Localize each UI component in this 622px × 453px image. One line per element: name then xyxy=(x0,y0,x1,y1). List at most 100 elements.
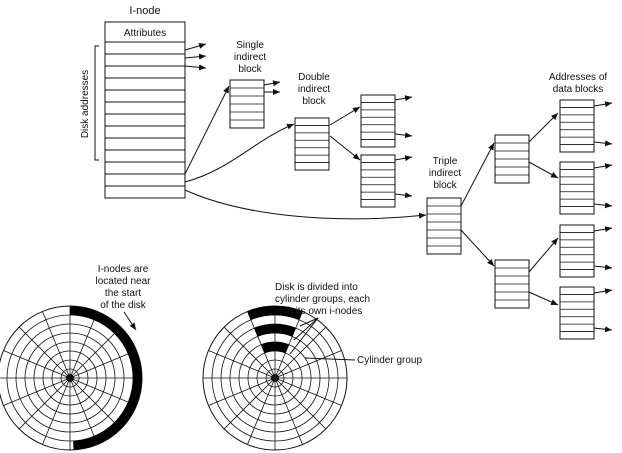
outgoing-pointer-arrow xyxy=(593,163,613,170)
outgoing-pointer-arrow xyxy=(593,326,613,333)
disk2-sector-line xyxy=(274,350,342,379)
pointer-blocks xyxy=(229,79,595,340)
double-child-block-1 xyxy=(360,94,396,148)
outgoing-pointer-arrow xyxy=(593,202,613,209)
disk2-caption-pointer-3 xyxy=(289,317,319,355)
disk-captions: I-nodes are located near the start of th… xyxy=(95,264,422,366)
double-indirect-label-3: block xyxy=(302,96,326,107)
outgoing-pointer-arrow xyxy=(394,95,413,102)
disk1-sector-line xyxy=(3,377,71,406)
disk2-sector-line xyxy=(274,377,303,445)
arrow-double-to-lower xyxy=(329,135,361,161)
single-indirect-block xyxy=(229,79,265,129)
single-indirect-label-3: block xyxy=(238,64,262,75)
arrow-lower-to-data-3 xyxy=(528,237,559,273)
double-child-block-1-outline xyxy=(360,94,396,148)
disk2-sector-line xyxy=(274,311,303,379)
disk1-caption-4: of the disk xyxy=(100,300,147,311)
triple-indirect-block-outline xyxy=(426,197,462,255)
arrow-to-double-indirect xyxy=(184,123,295,183)
disk2-spindle xyxy=(271,374,279,382)
double-child-block-2-outline xyxy=(360,154,396,208)
outgoing-pointer-arrow xyxy=(593,264,613,271)
data-blocks-label-1: Addresses of xyxy=(549,72,608,83)
double-child-block-2 xyxy=(360,154,396,208)
arrow-triple-to-lower xyxy=(460,229,495,267)
double-indirect-label-1: Double xyxy=(298,72,330,83)
outgoing-pointer-arrow xyxy=(593,101,613,108)
disk-cylinder-groups xyxy=(202,305,348,451)
inode: I-node Attributes Disk addresses xyxy=(80,5,186,199)
outgoing-pointer-arrow xyxy=(593,226,613,233)
data-address-block-3-outline xyxy=(559,224,595,278)
outgoing-pointer-arrow xyxy=(184,43,207,51)
disk2-sector-line xyxy=(247,377,276,445)
disk1-sector-line xyxy=(3,350,71,379)
disk-addresses-label: Disk addresses xyxy=(80,70,91,138)
outgoing-pointer-arrow xyxy=(593,140,613,147)
disk2-sector-line xyxy=(247,311,276,379)
arrow-triple-to-upper xyxy=(460,142,495,207)
data-address-block-4-outline xyxy=(559,286,595,340)
disk1-caption-pointer xyxy=(123,311,137,331)
double-indirect-label-2: indirect xyxy=(298,84,330,95)
disk1-sector-line xyxy=(69,311,98,379)
disk1-sector-line xyxy=(18,377,71,430)
data-address-block-1 xyxy=(559,99,595,153)
triple-child-block-1 xyxy=(494,134,530,184)
triple-indirect-label-2: indirect xyxy=(429,168,461,179)
outgoing-pointer-arrow xyxy=(394,132,413,139)
disk1-sector-line xyxy=(69,326,122,379)
single-indirect-label-2: indirect xyxy=(234,52,266,63)
disk2-sector-line xyxy=(208,377,276,406)
data-address-block-1-outline xyxy=(559,99,595,153)
arrow-upper-to-data-1 xyxy=(528,112,559,143)
inode-address-slots xyxy=(105,53,185,199)
disk2-cylinder-group-inodes-1 xyxy=(247,306,303,320)
inode-box xyxy=(104,21,186,199)
disk2-sector-line xyxy=(223,326,276,379)
disk1-sector-line xyxy=(42,377,71,445)
disk2-caption-1: Disk is divided into xyxy=(275,282,358,293)
disk1-sector-line xyxy=(69,377,137,406)
disk2-sector-line xyxy=(274,326,327,379)
data-address-block-2 xyxy=(559,161,595,215)
disk1-sector-line xyxy=(69,350,137,379)
outgoing-pointer-arrow xyxy=(184,53,207,60)
disk2-sector-line xyxy=(274,377,327,430)
disk2-caption-pointer-1 xyxy=(299,317,319,327)
disk1-caption-1: I-nodes are xyxy=(98,264,149,275)
block-labels: Single indirect block Double indirect bl… xyxy=(234,40,608,191)
disk1-inode-band xyxy=(70,306,142,450)
disk2-caption-3: with its own i-nodes xyxy=(274,306,362,317)
single-indirect-label-1: Single xyxy=(236,40,264,51)
arrow-upper-to-data-2 xyxy=(528,161,559,179)
outgoing-pointer-arrow xyxy=(394,155,413,162)
disk1-caption-3: the start xyxy=(105,288,141,299)
disk1-sector-line xyxy=(18,326,71,379)
arrow-to-triple-indirect xyxy=(184,189,427,220)
data-blocks-label-2: data blocks xyxy=(553,84,604,95)
outgoing-pointer-arrows xyxy=(184,43,613,333)
disk1-caption-2: located near xyxy=(95,276,151,287)
cylinder-group-pointer xyxy=(304,357,356,361)
inode-attributes-label: Attributes xyxy=(124,28,166,39)
triple-indirect-block xyxy=(426,197,462,255)
pointer-arrows xyxy=(184,85,559,306)
double-indirect-block-outline xyxy=(294,117,330,171)
disk2-caption-pointer-2 xyxy=(293,317,319,341)
disk2-cylinder-group-inodes-3 xyxy=(261,341,289,354)
disk-inodes-at-start xyxy=(0,305,143,451)
outgoing-pointer-arrow xyxy=(593,288,613,295)
disk2-caption-2: cylinder groups, each xyxy=(275,294,370,305)
outgoing-pointer-arrow xyxy=(263,80,281,87)
disk1-sector-line xyxy=(69,377,98,445)
disk2-sector-line xyxy=(223,377,276,430)
arrow-double-to-upper xyxy=(329,106,361,126)
data-address-block-2-outline xyxy=(559,161,595,215)
triple-indirect-label-3: block xyxy=(433,180,457,191)
data-address-block-3 xyxy=(559,224,595,278)
cylinder-group-label: Cylinder group xyxy=(357,355,422,366)
